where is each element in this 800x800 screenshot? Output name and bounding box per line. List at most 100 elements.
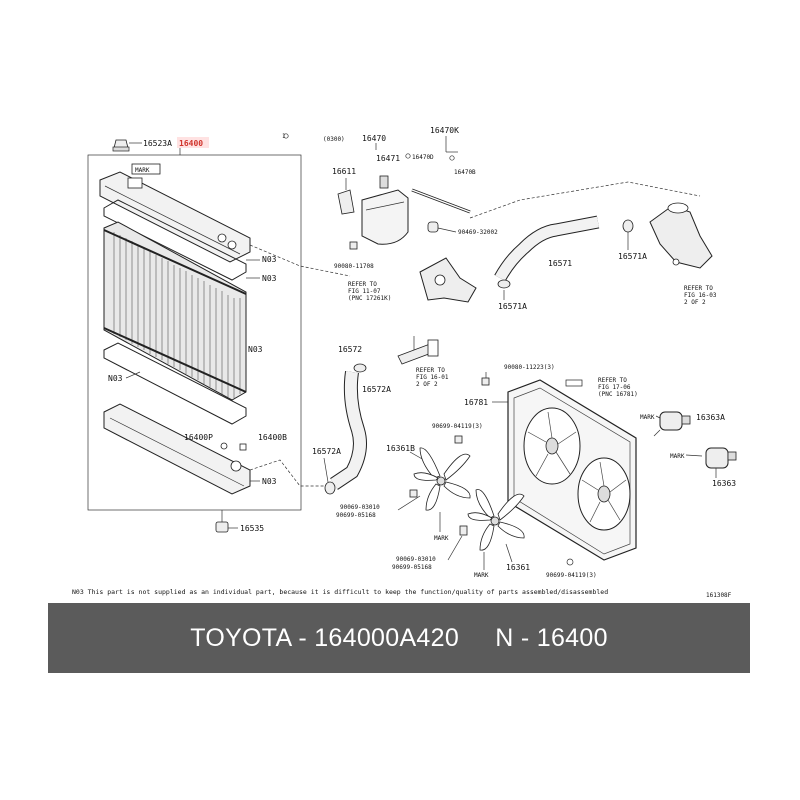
label-16571A-b: 16571A	[498, 302, 527, 311]
fan-motor-icon	[705, 447, 737, 469]
highlight-box	[177, 137, 209, 148]
drain-plug-icon	[220, 442, 228, 450]
fan-blade-icon	[467, 489, 525, 551]
label-90069-03010-b: 90069-03010	[396, 556, 436, 563]
label-ref-c1: REFER TO	[416, 367, 445, 374]
label-16471: 16471	[376, 154, 400, 163]
label-16470B: 16470B	[454, 169, 476, 176]
label-ref-d3: (PNC 16781)	[598, 391, 638, 398]
label-0300: (0300)	[323, 136, 345, 143]
label-16535: 16535	[240, 524, 264, 533]
label-n03-d: N03	[108, 374, 123, 383]
upper-tank-icon	[99, 171, 251, 263]
label-90080-11223: 90080-11223(3)	[504, 364, 555, 371]
label-ref-d1: REFER TO	[598, 377, 627, 384]
label-ref-c3: 2 OF 2	[416, 381, 438, 388]
clip-icon	[427, 221, 439, 233]
label-16781: 16781	[464, 398, 488, 407]
label-ref-a1: REFER TO	[348, 281, 377, 288]
label-ref-b2: FIG 16-03	[684, 292, 717, 299]
label-16363A: 16363A	[696, 413, 725, 422]
fan-shroud-icon	[507, 379, 637, 561]
water-inlet-housing-icon	[649, 202, 713, 269]
dashed-leader	[249, 459, 325, 487]
fan-blade-icon	[413, 447, 471, 511]
lower-mount-cushion-icon	[215, 521, 229, 533]
upper-gasket-icon	[103, 199, 247, 281]
label-16572A-b: 16572A	[312, 447, 341, 456]
label-16363: 16363	[712, 479, 736, 488]
radiator-core-icon	[103, 221, 247, 401]
nut-icon	[409, 489, 418, 498]
reservoir-tank-icon	[361, 175, 409, 245]
label-16400-highlight: 16400	[179, 139, 203, 148]
dashed-leader	[469, 181, 701, 219]
label-n03-a: N03	[262, 255, 277, 264]
label-mark-fan-b: MARK	[474, 572, 489, 579]
label-16361: 16361	[506, 563, 530, 572]
label-mark-radiator: MARK	[135, 167, 150, 174]
banner-catalog-number: N - 16400	[495, 623, 608, 652]
upper-radiator-hose-icon	[494, 215, 600, 282]
label-tag-icon	[565, 379, 583, 387]
part-number-banner: TOYOTA - 164000A420 N - 16400	[48, 603, 750, 673]
fan-motor-icon	[653, 411, 691, 437]
label-mark-motor-a: MARK	[640, 414, 655, 421]
label-90699-05168-b: 90699-05168	[392, 564, 432, 571]
label-16611: 16611	[332, 167, 356, 176]
label-n03-e: N03	[262, 477, 277, 486]
label-ref-a3: (PNC 17261K)	[348, 295, 391, 302]
bolt-symbol-icon	[405, 153, 411, 159]
label-16572: 16572	[338, 345, 362, 354]
banner-part-number: TOYOTA - 164000A420	[190, 623, 460, 652]
bolt-icon	[349, 241, 358, 250]
drain-cock-icon	[239, 443, 247, 451]
label-16470: 16470	[362, 134, 386, 143]
hose-clamp-icon	[324, 481, 336, 495]
label-16571A: 16571A	[618, 252, 647, 261]
label-90699-05168-a: 90699-05168	[336, 512, 376, 519]
label-16470K: 16470K	[430, 126, 459, 135]
label-ref-b1: REFER TO	[684, 285, 713, 292]
water-outlet-housing-icon	[419, 257, 477, 303]
footnote-text: N03 This part is not supplied as an indi…	[72, 588, 608, 596]
label-16470D: 16470D	[412, 154, 434, 161]
lower-radiator-hose-icon	[330, 371, 367, 490]
mark-tag	[131, 163, 161, 175]
label-n03-c: N03	[248, 345, 263, 354]
label-n03-b: N03	[262, 274, 277, 283]
nut-icon	[459, 525, 468, 536]
figure-id: 161308F	[706, 592, 732, 599]
label-16361B: 16361B	[386, 444, 415, 453]
bolt-symbol-icon	[283, 133, 289, 139]
hose-clamp-icon	[353, 363, 367, 373]
label-90469-32002: 90469-32002	[458, 229, 498, 236]
bolt-symbol-icon	[449, 155, 455, 161]
lower-tank-icon	[103, 403, 251, 495]
bracket-icon	[337, 189, 355, 215]
label-90699-04119-b: 90699-04119(3)	[546, 572, 597, 579]
label-16571: 16571	[548, 259, 572, 268]
label-ref-c2: FIG 16-01	[416, 374, 449, 381]
bolt-icon	[481, 377, 490, 386]
hose-clamp-icon	[622, 219, 634, 233]
label-16572A: 16572A	[362, 385, 391, 394]
label-16400B: 16400B	[258, 433, 287, 442]
bolt-icon	[454, 435, 463, 444]
label-90699-04119: 90699-04119(3)	[432, 423, 483, 430]
radiator-cap-icon	[112, 139, 130, 152]
label-mark-fan-a: MARK	[434, 535, 449, 542]
label-mark-motor-b: MARK	[670, 453, 685, 460]
dashed-leader	[249, 244, 351, 277]
label-16523A: 16523A	[143, 139, 172, 148]
label-ref-d2: FIG 17-06	[598, 384, 631, 391]
hose-clamp-icon	[497, 279, 511, 289]
label-ref-a2: FIG 11-07	[348, 288, 381, 295]
water-outlet-pipe-icon	[397, 339, 439, 365]
label-ref-b3: 2 OF 2	[684, 299, 706, 306]
label-90069-03010-a: 90069-03010	[340, 504, 380, 511]
label-90080-11708: 90080-11708	[334, 263, 374, 270]
bolt-symbol-icon	[566, 558, 574, 566]
label-16400P: 16400P	[184, 433, 213, 442]
